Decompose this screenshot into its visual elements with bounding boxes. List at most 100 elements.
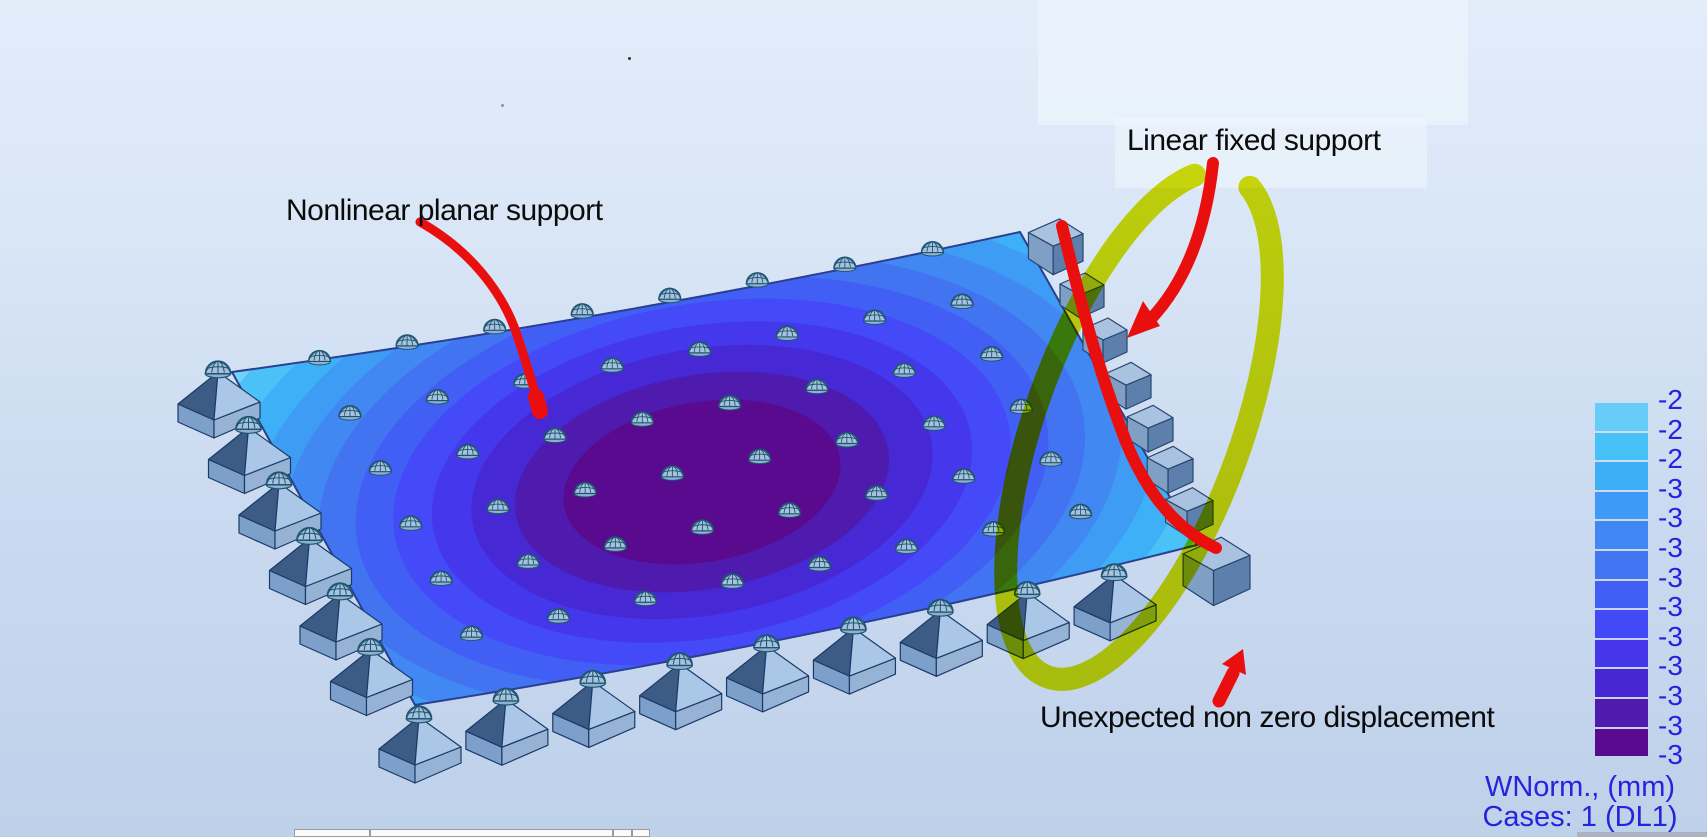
fixed-support-cube[interactable] [1104,361,1152,410]
planar-support-pyramid[interactable] [177,371,261,439]
support-node-dome[interactable] [1013,580,1041,599]
support-node-dome[interactable] [833,256,857,273]
planar-support-pyramid[interactable] [378,716,462,784]
support-node-dome[interactable] [204,360,232,379]
planar-support-pyramid[interactable] [639,663,723,731]
planar-support-pyramid[interactable] [238,482,322,550]
support-node-dome[interactable] [265,471,293,490]
screen-speck [501,104,504,107]
support-node-dome[interactable] [1039,451,1063,467]
support-node-dome[interactable] [357,637,384,656]
planar-support-pyramid[interactable] [329,648,414,717]
support-node-dome[interactable] [235,415,262,434]
legend-tick-value: -3 [1658,709,1683,741]
planar-support-pyramid[interactable] [465,698,549,766]
fixed-support-cube[interactable] [1126,404,1174,453]
taskbar-cell[interactable] [613,829,632,837]
support-node-dome[interactable] [894,538,919,555]
planar-support-pyramid[interactable] [552,680,636,749]
support-node-dome[interactable] [483,318,507,335]
legend-color-swatch [1595,521,1648,549]
support-node-dome[interactable] [486,498,510,515]
support-node-dome[interactable] [926,598,954,617]
support-node-dome[interactable] [1068,503,1093,520]
legend-color-swatch [1595,432,1648,461]
support-node-dome[interactable] [720,573,745,589]
support-node-dome[interactable] [579,669,607,688]
red-arrow-displacement [1212,666,1240,708]
support-node-dome[interactable] [296,526,323,545]
legend-result-title: WNorm., (mm) [1484,771,1676,803]
support-node-dome[interactable] [805,378,829,395]
support-node-dome[interactable] [633,590,658,607]
support-node-dome[interactable] [690,519,715,535]
legend-tick-value: -3 [1658,620,1683,652]
support-node-dome[interactable] [630,411,654,427]
support-node-dome[interactable] [395,334,419,350]
taskbar-cell[interactable] [294,829,370,837]
support-node-dome[interactable] [600,357,624,373]
planar-support-pyramid[interactable] [899,609,983,677]
legend-tick-value: -2 [1658,443,1683,475]
support-node-dome[interactable] [775,325,799,341]
support-node-dome[interactable] [1100,563,1128,582]
support-node-dome[interactable] [922,415,946,431]
support-node-dome[interactable] [459,625,484,642]
support-node-dome[interactable] [980,346,1004,362]
planar-support-pyramid[interactable] [268,537,353,606]
screen-speck [628,57,631,60]
support-node-dome[interactable] [666,652,694,671]
planar-support-pyramid[interactable] [207,426,292,495]
support-node-dome[interactable] [338,405,362,421]
support-node-dome[interactable] [753,634,780,653]
support-node-dome[interactable] [840,616,867,635]
background-light-patch [1038,0,1468,125]
support-node-dome[interactable] [920,241,945,257]
support-node-dome[interactable] [307,349,332,366]
support-node-dome[interactable] [543,427,567,444]
support-node-dome[interactable] [456,443,480,460]
support-node-dome[interactable] [807,555,832,572]
support-node-dome[interactable] [658,287,682,304]
support-node-dome[interactable] [748,448,772,465]
support-node-dome[interactable] [863,309,887,326]
support-node-dome[interactable] [492,687,520,706]
support-node-dome[interactable] [368,460,392,476]
support-node-dome[interactable] [546,608,571,624]
taskbar-cell[interactable] [370,829,613,837]
taskbar-strip [1577,832,1707,837]
support-node-dome[interactable] [603,536,627,552]
fixed-support-cube[interactable] [1146,445,1194,494]
support-node-dome[interactable] [425,389,449,405]
legend-tick-value: -2 [1658,413,1683,445]
support-node-dome[interactable] [660,465,684,481]
highlighter-ellipse [994,159,1284,691]
planar-support-pyramid[interactable] [299,593,383,661]
planar-support-pyramid[interactable] [725,645,810,713]
support-node-dome[interactable] [777,502,802,518]
background-light-patch [1115,118,1427,188]
support-node-dome[interactable] [570,303,594,319]
support-node-dome[interactable] [399,515,423,531]
red-arrow-linear-support [1144,157,1219,326]
support-node-dome[interactable] [865,485,889,501]
taskbar-cell[interactable] [632,829,650,837]
support-node-dome[interactable] [429,570,453,586]
support-node-dome[interactable] [950,293,974,310]
support-node-dome[interactable] [745,272,769,288]
planar-support-pyramid[interactable] [812,627,897,695]
support-node-dome[interactable] [573,481,597,498]
support-node-dome[interactable] [405,705,433,724]
support-node-dome[interactable] [718,394,742,411]
support-node-dome[interactable] [835,431,859,448]
support-node-dome[interactable] [326,582,354,601]
support-node-dome[interactable] [688,341,712,357]
support-node-dome[interactable] [892,362,916,378]
legend-tick-value: -3 [1658,561,1683,593]
legend-tick-value: -3 [1658,472,1683,504]
support-node-dome[interactable] [516,553,540,569]
red-arrowhead-displacement [1222,649,1246,675]
support-node-dome[interactable] [952,468,976,484]
